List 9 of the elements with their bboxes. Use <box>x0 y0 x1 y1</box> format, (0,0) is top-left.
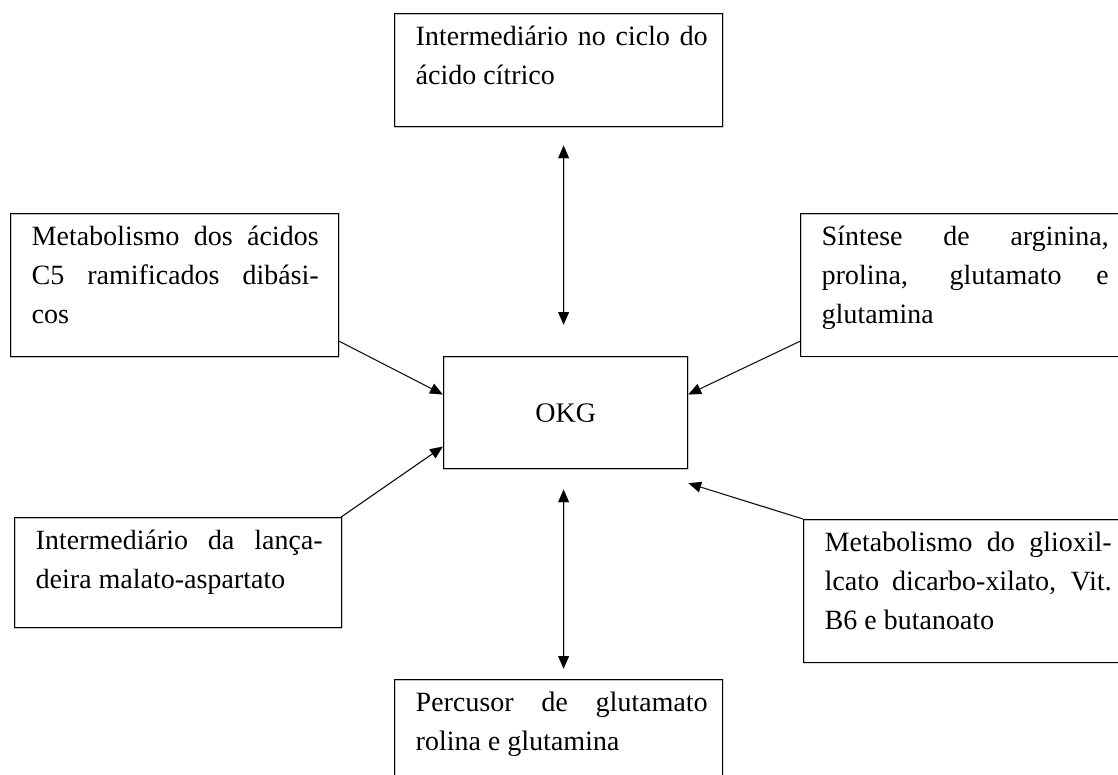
arrow <box>340 446 443 518</box>
process-box: Metabolismo do glioxil-lcato dicarbo-xilato, Vit. B6 e butanoato <box>803 519 1118 664</box>
process-box: Síntese de arginina, prolina, glutamato e glutamina <box>800 213 1118 358</box>
arrow <box>338 340 443 395</box>
process-box: OKG <box>443 356 689 470</box>
process-box: Metabolismo dos ácidos C5 ramificados dibási-cos <box>10 213 340 358</box>
process-box: Intermediário no ciclo do ácido cítrico <box>394 13 724 128</box>
process-box: Intermediário da lança-deira malato-aspartato <box>14 517 343 629</box>
process-box: Percusor de glutamato rolina e glutamina <box>394 679 724 775</box>
